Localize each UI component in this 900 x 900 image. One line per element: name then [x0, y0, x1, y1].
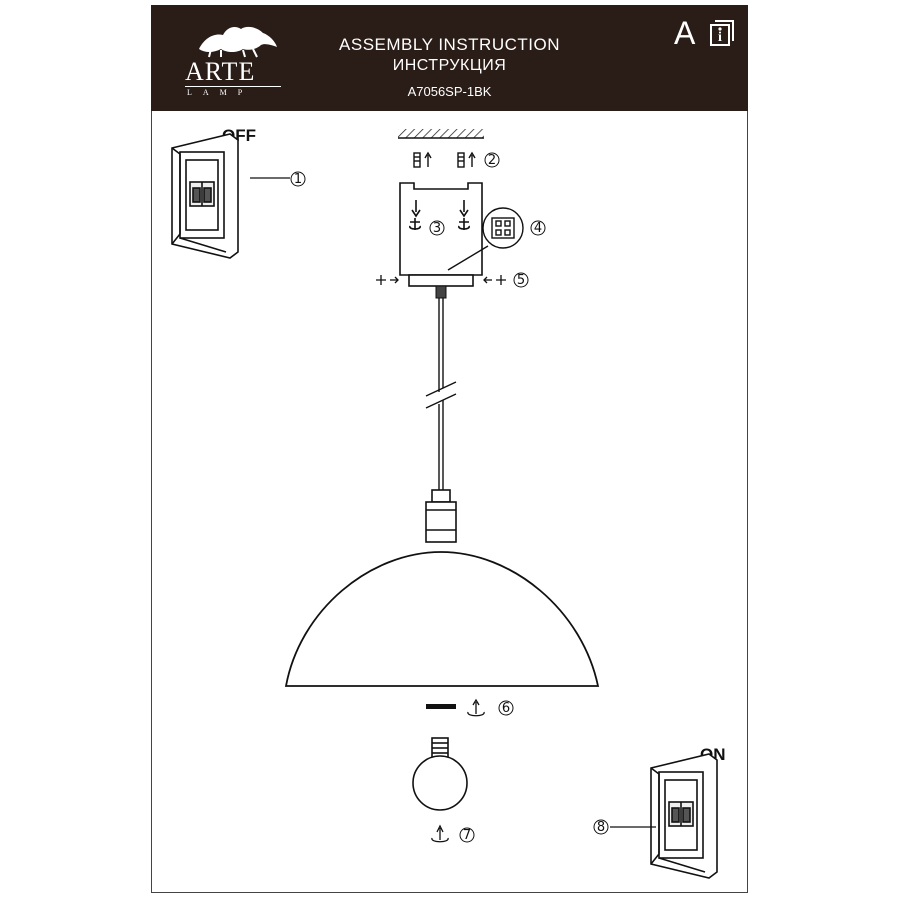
header-band: ARTE LAMP ASSEMBLY INSTRUCTION ИНСТРУКЦИ… — [151, 5, 748, 111]
logo-divider — [185, 86, 281, 87]
info-book-icon: i — [710, 20, 734, 46]
wall-plug-icon — [413, 151, 476, 168]
shade-ring — [426, 704, 456, 709]
svg-text:8: 8 — [597, 820, 605, 835]
svg-text:3: 3 — [433, 221, 441, 236]
griffin-logo-icon — [199, 26, 277, 58]
brand-sub-text: LAMP — [187, 88, 254, 97]
instruction-sheet — [151, 5, 748, 893]
model-number: A7056SP-1BK — [407, 84, 492, 99]
title-russian: ИНСТРУКЦИЯ — [392, 57, 507, 74]
dome-shade — [284, 551, 600, 687]
svg-text:6: 6 — [502, 701, 510, 716]
svg-text:2: 2 — [488, 153, 496, 168]
svg-text:1: 1 — [294, 172, 302, 187]
side-screw-icon — [376, 275, 506, 285]
suspension-cord — [425, 298, 457, 490]
lamp-holder — [425, 489, 457, 543]
terminal-block-icon — [447, 207, 524, 271]
language-letter: A — [674, 15, 696, 51]
brand-logo-text: ARTE — [185, 57, 256, 86]
svg-text:4: 4 — [534, 221, 542, 236]
svg-text:i: i — [718, 30, 722, 45]
light-bulb-icon — [412, 737, 468, 811]
svg-text:5: 5 — [517, 273, 525, 288]
switch-off-icon — [171, 133, 239, 259]
title-english: ASSEMBLY INSTRUCTION — [339, 35, 560, 54]
twist-arrow-icon — [467, 698, 485, 717]
mounting-bracket — [399, 182, 483, 276]
switch-on-icon — [650, 753, 718, 879]
svg-text:7: 7 — [463, 828, 471, 843]
